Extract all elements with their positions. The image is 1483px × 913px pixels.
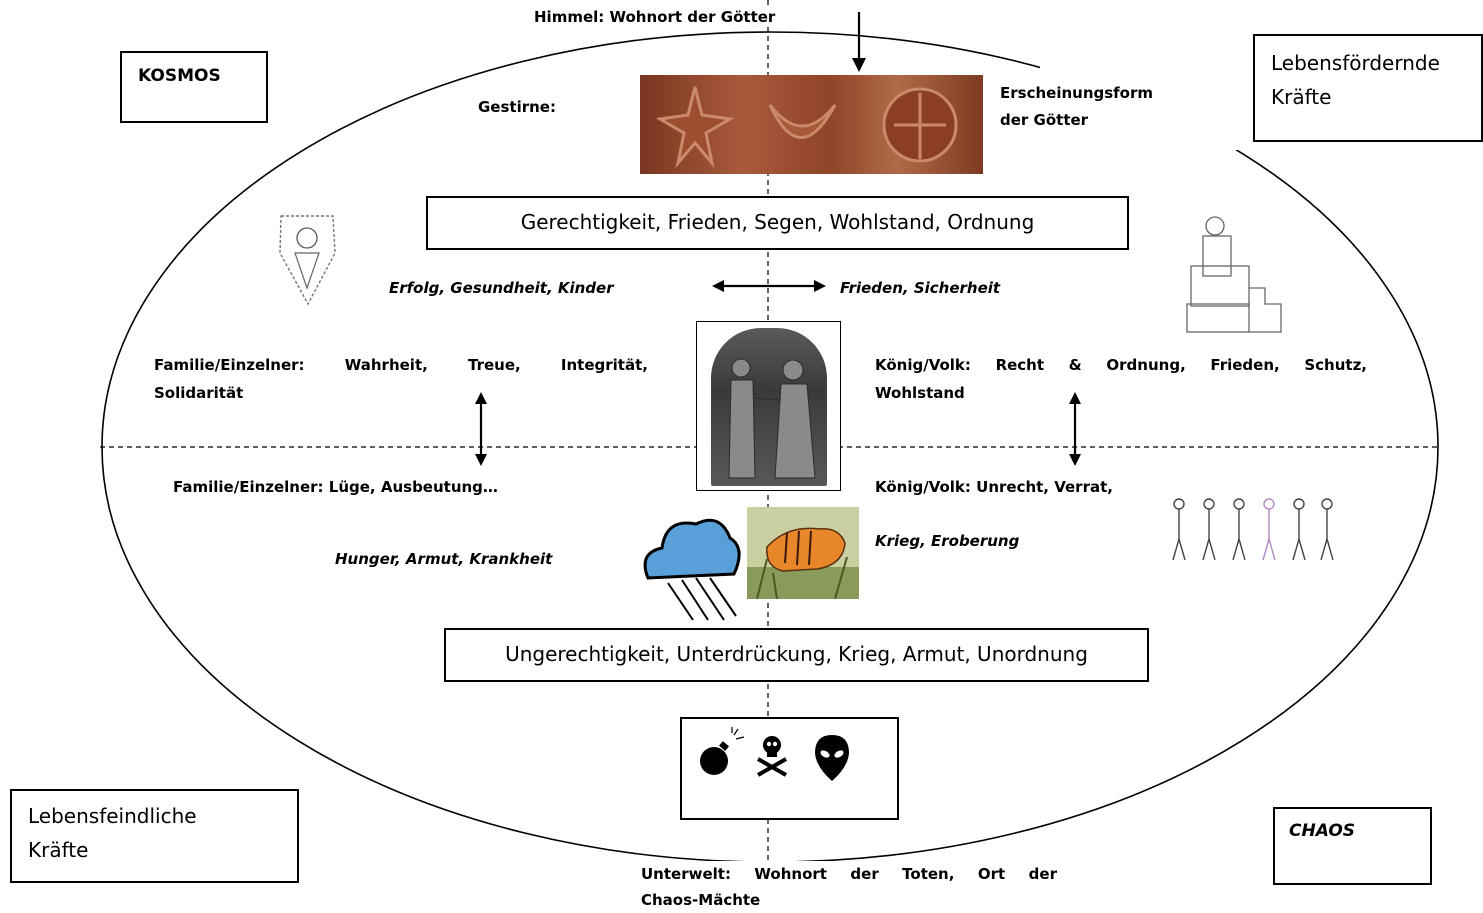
family-positive-label: Familie/Einzelner: bbox=[154, 356, 305, 374]
lower-values-box: Ungerechtigkeit, Unterdrückung, Krieg, A… bbox=[444, 628, 1149, 682]
skull-crossbones-icon bbox=[757, 736, 787, 777]
right-vertical-double-arrow bbox=[1069, 454, 1081, 466]
life-hostile-line1: Lebensfeindliche bbox=[28, 804, 197, 828]
marching-soldiers-icon bbox=[1172, 498, 1334, 561]
ellipse-gap-top-right bbox=[1040, 60, 1255, 150]
down-arrow bbox=[852, 58, 866, 72]
army-frieze bbox=[1165, 494, 1340, 564]
storm-cloud-icon bbox=[643, 518, 741, 621]
alien-head-icon bbox=[815, 735, 849, 781]
lower-italic-right: Krieg, Eroberung bbox=[875, 532, 1020, 550]
celestial-symbols-relief-icon bbox=[655, 86, 958, 169]
stele-frame bbox=[696, 321, 841, 491]
chaos-label: CHAOS bbox=[1289, 821, 1356, 841]
king-on-throne-sketch-icon bbox=[1186, 216, 1282, 333]
upper-italic-right: Frieden, Sicherheit bbox=[840, 279, 1001, 297]
king-positive-label: König/Volk: bbox=[875, 356, 971, 374]
goddess-sketch bbox=[275, 208, 340, 308]
underworld-text: Unterwelt: Wohnort der Toten, Ort der Ch… bbox=[641, 861, 1057, 913]
life-hostile-box: Lebensfeindliche Kräfte bbox=[10, 789, 299, 883]
chaos-box: CHAOS bbox=[1273, 807, 1432, 885]
family-negative: Familie/Einzelner: Lüge, Ausbeutung… bbox=[173, 478, 498, 496]
family-positive-line2: Solidarität bbox=[154, 384, 244, 402]
life-promoting-box: Lebensfördernde Kräfte bbox=[1253, 34, 1483, 142]
upper-values-box: Gerechtigkeit, Frieden, Segen, Wohlstand… bbox=[426, 196, 1129, 250]
chaos-symbols bbox=[700, 727, 849, 781]
upper-italic-left: Erfolg, Gesundheit, Kinder bbox=[389, 279, 614, 297]
lower-italic-left: Hunger, Armut, Krankheit bbox=[335, 550, 553, 568]
manifestation-line2: der Götter bbox=[1000, 111, 1089, 129]
tiger-picture bbox=[747, 507, 859, 599]
storm-cloud bbox=[638, 508, 742, 626]
king-negative: König/Volk: Unrecht, Verrat, bbox=[875, 478, 1113, 496]
kosmos-box: KOSMOS bbox=[120, 51, 268, 123]
life-hostile-line2: Kräfte bbox=[28, 838, 89, 862]
lower-values-text: Ungerechtigkeit, Unterdrückung, Krieg, A… bbox=[505, 642, 1088, 666]
stars-label: Gestirne: bbox=[478, 98, 556, 116]
celestial-relief bbox=[640, 75, 983, 174]
king-positive-line2: Wohlstand bbox=[875, 384, 965, 402]
kosmos-label: KOSMOS bbox=[138, 66, 221, 86]
bomb-icon bbox=[700, 727, 745, 775]
heaven-label: Himmel: Wohnort der Götter bbox=[532, 8, 778, 26]
upper-values-text: Gerechtigkeit, Frieden, Segen, Wohlstand… bbox=[520, 210, 1035, 234]
life-promoting-line1: Lebensfördernde bbox=[1271, 51, 1440, 75]
chaos-symbols-box bbox=[680, 717, 899, 820]
stele bbox=[711, 328, 827, 486]
king-positive: König/Volk: Recht & Ordnung, Frieden, Sc… bbox=[875, 351, 1367, 407]
horizontal-double-arrow bbox=[814, 280, 826, 292]
family-positive: Familie/Einzelner: Wahrheit, Treue, Inte… bbox=[154, 351, 648, 407]
goddess-sketch-icon bbox=[279, 215, 336, 306]
manifestation-line1: Erscheinungsform bbox=[1000, 84, 1154, 102]
life-promoting-line2: Kräfte bbox=[1271, 85, 1332, 109]
left-vertical-double-arrow bbox=[475, 454, 487, 466]
tiger-icon bbox=[747, 527, 859, 599]
underworld-line2: Chaos-Mächte bbox=[641, 891, 761, 909]
throne-sketch bbox=[1185, 208, 1290, 336]
hammurabi-stele-icon bbox=[728, 358, 816, 479]
